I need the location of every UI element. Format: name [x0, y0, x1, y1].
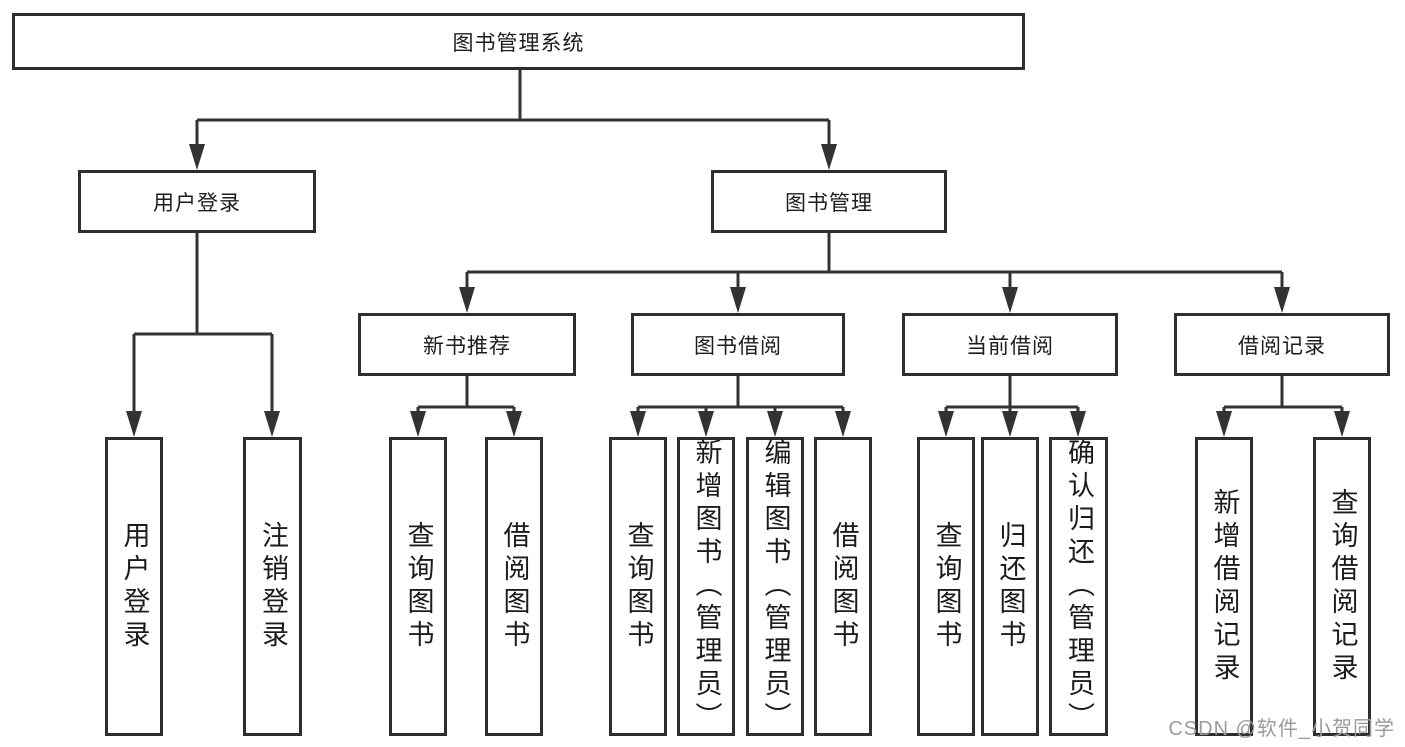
leaf-br-query-record: 查询借阅记录	[1313, 437, 1371, 736]
node-book-borrowing-label: 图书借阅	[694, 334, 782, 358]
node-user-login-label: 用户登录	[153, 191, 241, 215]
node-current-borrowing: 当前借阅	[902, 313, 1118, 376]
leaf-cb-return-books-label: 归还图书	[995, 520, 1026, 653]
leaf-cb-return-books: 归还图书	[981, 437, 1039, 736]
leaf-bb-borrow-books-label: 借阅图书	[828, 520, 859, 653]
node-new-book-recommend: 新书推荐	[358, 313, 576, 376]
leaf-bb-query-books-label: 查询图书	[623, 520, 654, 653]
node-root-system-label: 图书管理系统	[452, 31, 585, 55]
leaf-bb-edit-book-admin-label: 编辑图书（管理员）	[760, 438, 791, 735]
leaf-user-login: 用户登录	[105, 437, 163, 736]
node-borrowing-records-label: 借阅记录	[1238, 334, 1326, 358]
node-new-book-recommend-label: 新书推荐	[423, 334, 511, 358]
node-root-system: 图书管理系统	[12, 13, 1025, 70]
leaf-bb-add-book-admin: 新增图书（管理员）	[677, 437, 735, 736]
leaf-br-query-record-label: 查询借阅记录	[1327, 487, 1358, 686]
leaf-bb-query-books: 查询图书	[609, 437, 667, 736]
node-user-login: 用户登录	[78, 170, 316, 233]
leaf-cb-query-books-label: 查询图书	[931, 520, 962, 653]
leaf-logout: 注销登录	[243, 437, 302, 736]
leaf-bb-add-book-admin-label: 新增图书（管理员）	[691, 438, 722, 735]
node-current-borrowing-label: 当前借阅	[966, 334, 1054, 358]
leaf-bb-borrow-books: 借阅图书	[814, 437, 872, 736]
leaf-br-add-record-label: 新增借阅记录	[1209, 487, 1240, 686]
leaf-nbr-borrow-books: 借阅图书	[485, 437, 543, 736]
node-borrowing-records: 借阅记录	[1174, 313, 1390, 376]
leaf-cb-confirm-return-admin: 确认归还（管理员）	[1049, 437, 1108, 736]
node-book-management-label: 图书管理	[785, 191, 873, 215]
leaf-nbr-query-books-label: 查询图书	[403, 520, 434, 653]
node-book-management: 图书管理	[711, 170, 947, 233]
leaf-bb-edit-book-admin: 编辑图书（管理员）	[746, 437, 804, 736]
leaf-cb-confirm-return-admin-label: 确认归还（管理员）	[1064, 438, 1094, 735]
leaf-logout-label: 注销登录	[258, 520, 288, 653]
csdn-watermark: CSDN @软件_小贺同学	[1168, 718, 1395, 740]
leaf-user-login-label: 用户登录	[119, 520, 150, 653]
node-book-borrowing: 图书借阅	[631, 313, 845, 376]
leaf-br-add-record: 新增借阅记录	[1195, 437, 1253, 736]
leaf-nbr-borrow-books-label: 借阅图书	[499, 520, 530, 653]
leaf-nbr-query-books: 查询图书	[389, 437, 447, 736]
leaf-cb-query-books: 查询图书	[917, 437, 975, 736]
